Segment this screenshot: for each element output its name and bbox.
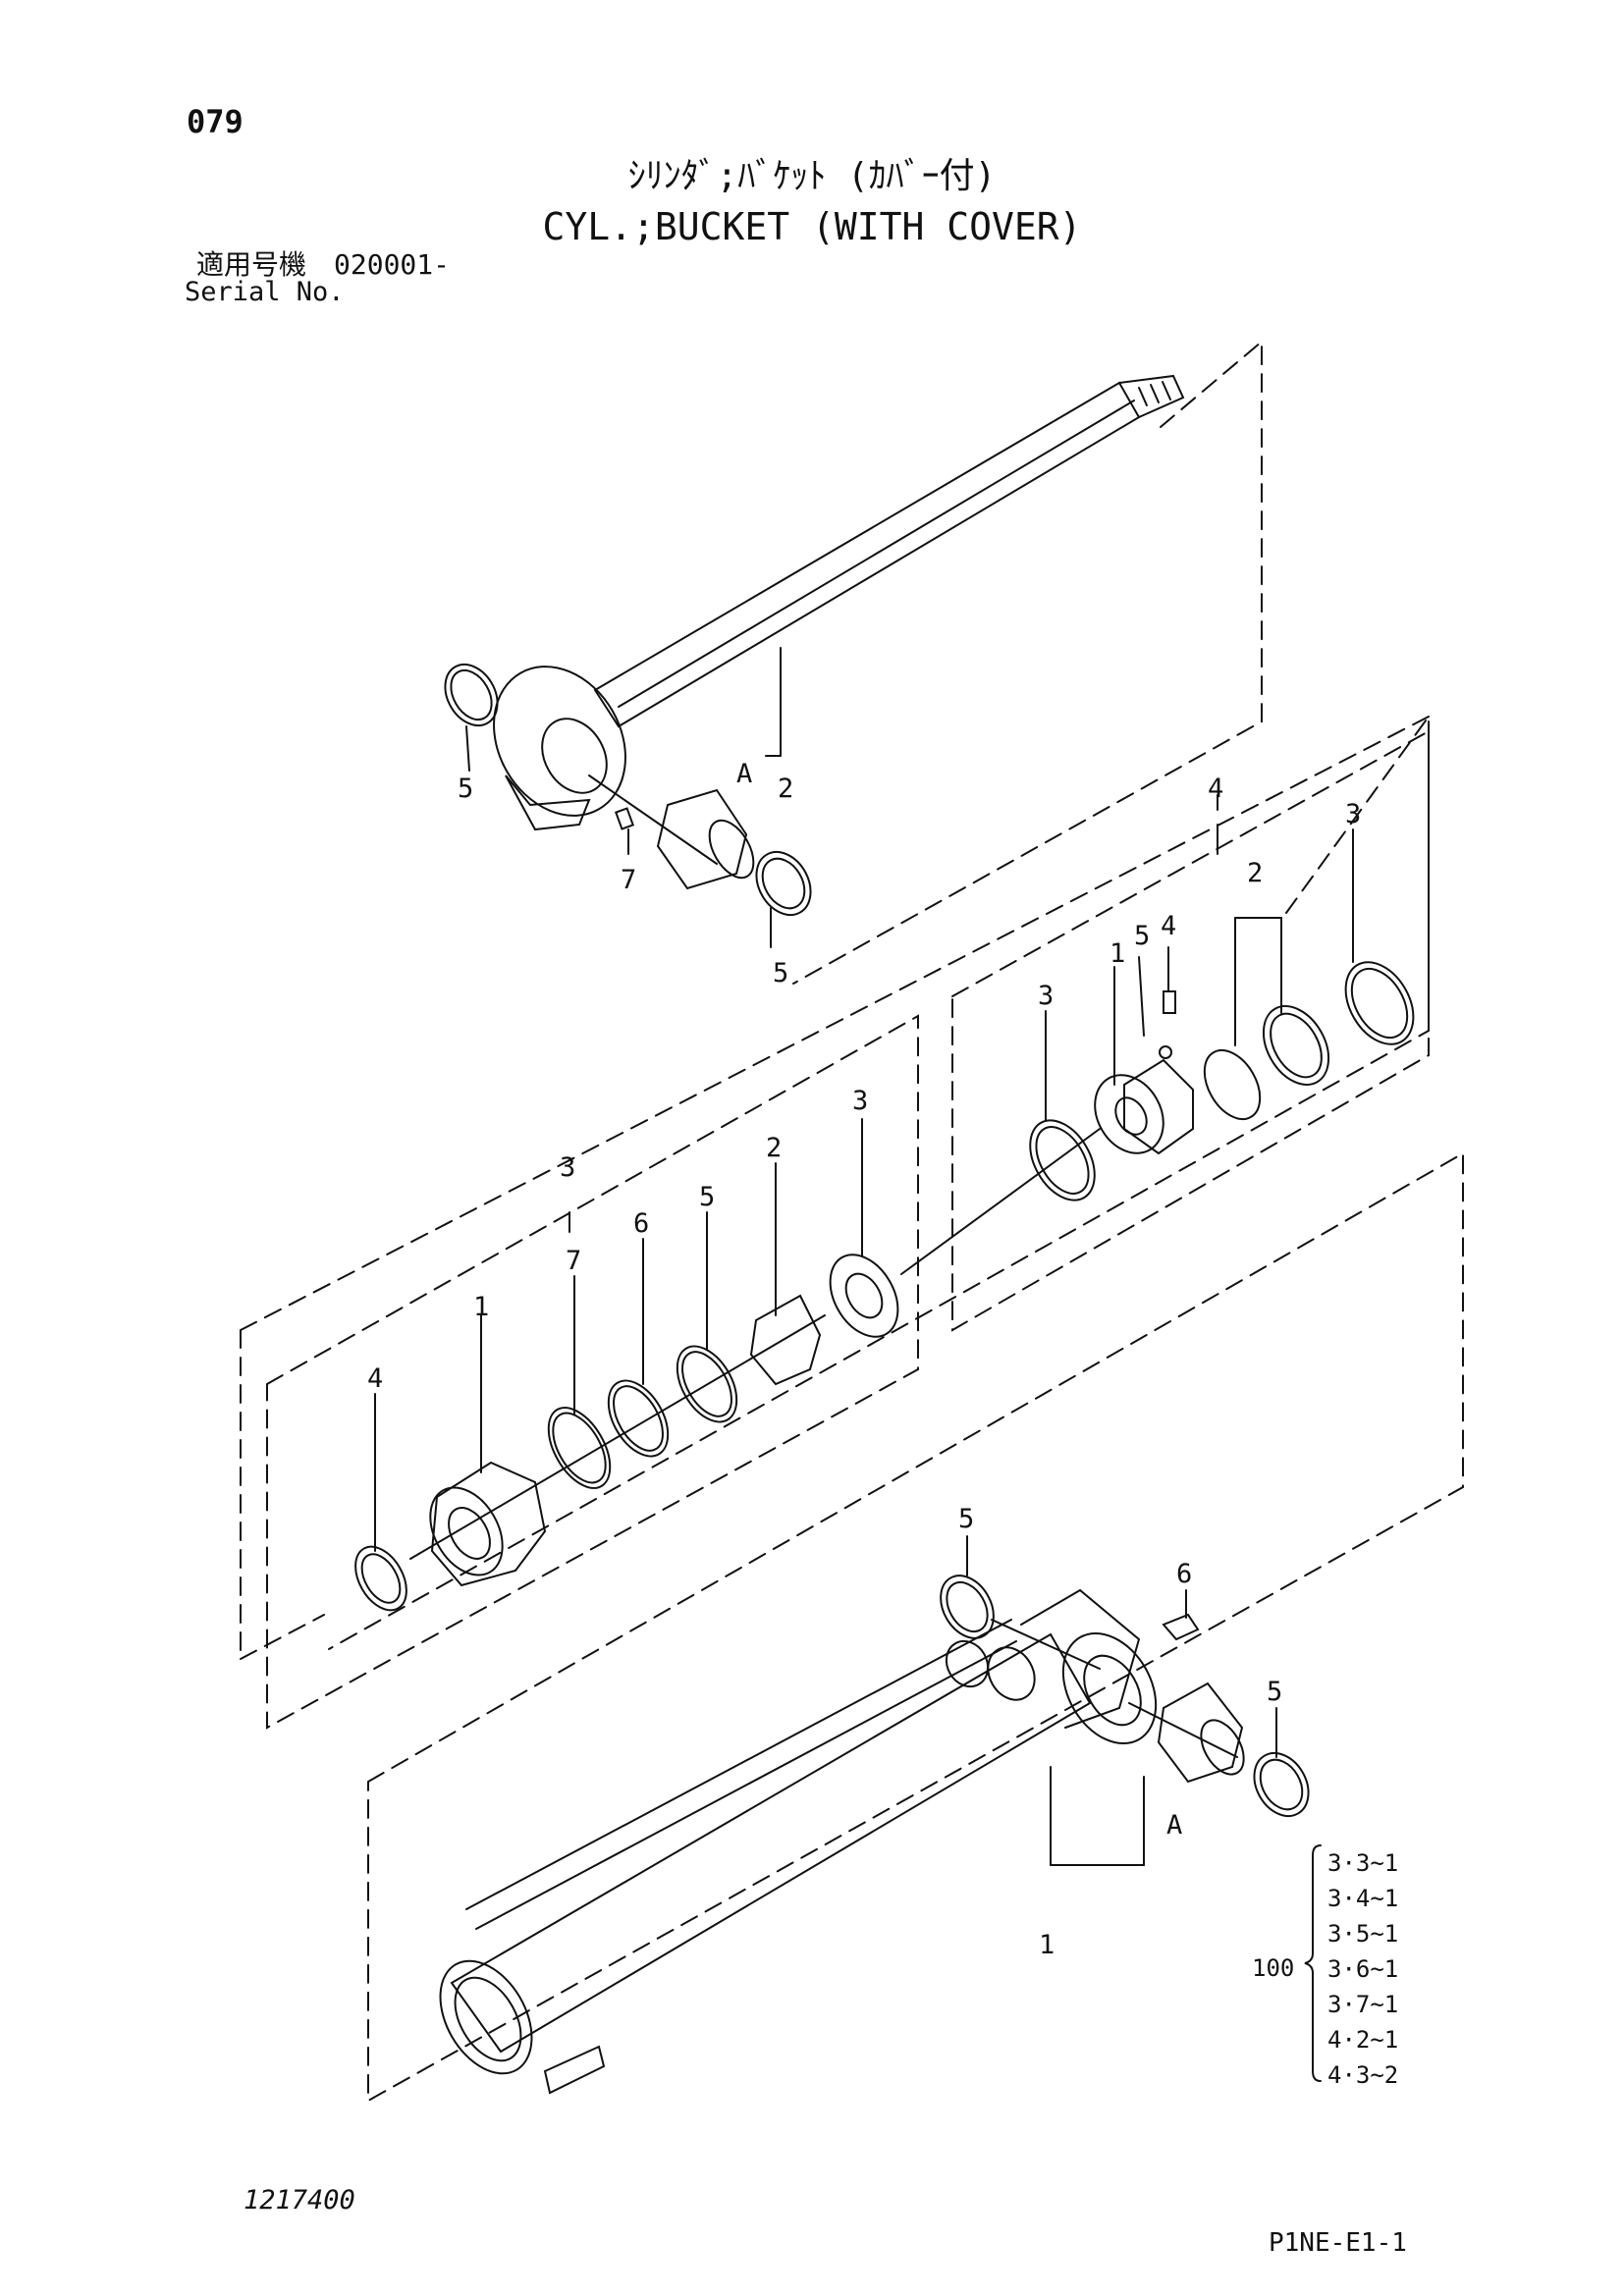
rod-bushing (656, 788, 748, 890)
head-body (430, 1461, 547, 1587)
piston-ball (1159, 1045, 1172, 1059)
callout-head-kit: 3 (560, 1152, 575, 1183)
rod-group-frame (792, 339, 1263, 985)
rod-seal-left (444, 664, 499, 726)
title-japanese: ｼﾘﾝﾀﾞ;ﾊﾞｹｯﾄ (ｶﾊﾞｰ付) (627, 156, 997, 196)
callout-head-ring: 3 (852, 1086, 868, 1116)
callout-head-body: 1 (473, 1292, 489, 1322)
piston-ring-right (1344, 961, 1415, 1045)
tube-group-frame (367, 1151, 1464, 2103)
kit-bracket (1304, 1844, 1322, 2082)
rod-seal-right (755, 851, 812, 916)
kit-item: 3·5~1 (1327, 1920, 1398, 1948)
head-bushing (749, 1294, 822, 1386)
rod-grease-fitting (615, 807, 634, 830)
piston-kit-left (240, 716, 1430, 1331)
head-dust-seal (354, 1545, 407, 1612)
callout-rod-bushing: A (736, 759, 752, 789)
piston-setscrew (1163, 990, 1176, 1014)
callout-rod-seal-left: 5 (458, 774, 473, 804)
page-number: 079 (187, 103, 244, 140)
tube-seal-top (940, 1575, 995, 1639)
kit-group-label: 100 (1252, 1954, 1294, 1982)
head-parts-box (266, 1014, 919, 1730)
piston-slide-ring-a (1262, 1005, 1330, 1086)
serial-label-japanese: 適用号機 020001- (196, 248, 451, 281)
callout-head-dust-seal: 4 (367, 1363, 383, 1394)
callout-piston-ring-right: 3 (1345, 799, 1361, 829)
piston-rod (493, 374, 1185, 831)
callout-head-backup: 6 (633, 1208, 649, 1239)
kit-item: 3·7~1 (1327, 1991, 1398, 2018)
kit-item: 3·4~1 (1327, 1885, 1398, 1912)
callout-piston-kit: 4 (1208, 774, 1223, 804)
callout-piston-setscrew: 4 (1161, 911, 1176, 941)
kit-item: 4·2~1 (1327, 2026, 1398, 2054)
title-english: CYL.;BUCKET (WITH COVER) (542, 205, 1082, 248)
serial-label-english: Serial No. (185, 277, 345, 307)
callout-tube-bushing: A (1166, 1810, 1182, 1841)
callout-rod-grease: 7 (621, 865, 636, 895)
head-backup (607, 1379, 670, 1458)
cylinder-tube (439, 1588, 1158, 2095)
callout-tube-seal-top: 5 (958, 1504, 974, 1534)
callout-tube-grease: 6 (1176, 1559, 1192, 1589)
tube-seal-right (1253, 1752, 1310, 1817)
callout-tube: 1 (1039, 1930, 1055, 1960)
callout-piston-nut: 1 (1110, 938, 1125, 969)
piston-parts-box (951, 729, 1430, 1332)
callout-piston-slide-pair: 2 (1247, 858, 1263, 888)
callout-head-bushing: 2 (766, 1133, 782, 1163)
tube-bushing (1157, 1682, 1244, 1784)
kit-item: 3·3~1 (1327, 1849, 1398, 1877)
callout-head-snap: 7 (566, 1246, 581, 1276)
head-ring (829, 1254, 899, 1338)
piston-slide-ring-b (1203, 1048, 1262, 1121)
callout-rod: 2 (778, 774, 793, 804)
piston-ring-left (1029, 1119, 1096, 1201)
sheet-code: P1NE-E1-1 (1269, 2228, 1407, 2258)
callout-piston-ball: 5 (1134, 921, 1150, 951)
callout-head-oring: 5 (699, 1182, 715, 1212)
callout-tube-seal-right: 5 (1267, 1677, 1282, 1707)
callout-piston-ring-left: 3 (1038, 981, 1054, 1011)
kit-item: 3·6~1 (1327, 1955, 1398, 1983)
drawing-number: 1217400 (244, 2185, 355, 2216)
tube-grease-fitting (1162, 1613, 1200, 1641)
callout-rod-seal-right: 5 (773, 958, 788, 988)
head-snap-ring (547, 1407, 612, 1489)
kit-item: 4·3~2 (1327, 2061, 1398, 2089)
